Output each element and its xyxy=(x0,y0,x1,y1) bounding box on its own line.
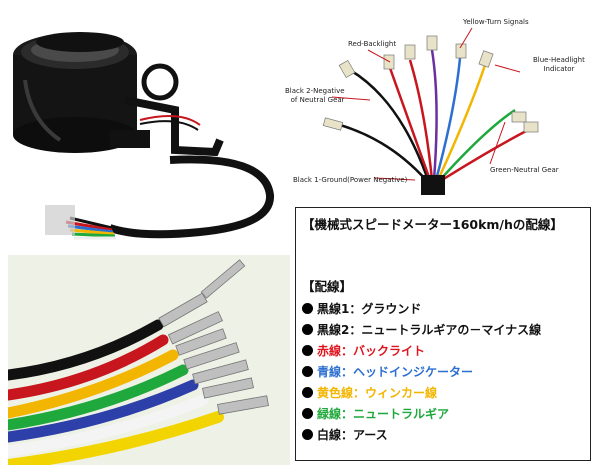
terminals xyxy=(322,35,539,133)
wire-list-label: 青線：ヘッドインジケーター xyxy=(317,365,474,379)
wire-red-3 xyxy=(441,128,529,182)
callout-blue-line2: Indicator xyxy=(543,65,575,73)
wire-list-item: 青線：ヘッドインジケーター xyxy=(302,363,473,380)
speedometer-photo xyxy=(13,32,274,240)
wiring-info-box: 【機械式スピードメーター160km/hの配線】 【配線】 黒線1：グラウンド黒線… xyxy=(295,207,591,461)
callout-blue-line1: Blue-Headlight xyxy=(533,56,585,64)
wire-yellow xyxy=(436,64,487,181)
wiring-diagram-drawing xyxy=(322,27,539,195)
bullet-icon xyxy=(302,366,313,377)
wire-black2 xyxy=(349,68,430,181)
bracket xyxy=(110,63,224,157)
harness-wires xyxy=(45,205,116,240)
wire-list-item: 黒線2：ニュートラルギアの－マイナス線 xyxy=(302,321,541,338)
callout-black2-line1: Black 2-Negative xyxy=(285,87,345,95)
wire-bundle xyxy=(421,175,445,195)
bullet-icon xyxy=(302,345,313,356)
gauge-body xyxy=(13,32,137,153)
closeup-terminals xyxy=(158,259,269,415)
wire-list-item: 黄色線：ウィンカー線 xyxy=(302,384,437,401)
closeup-wires xyxy=(8,319,224,465)
wire-list-item: 白線：アース xyxy=(302,426,388,443)
callout-green: Green-Neutral Gear xyxy=(490,166,559,174)
info-title: 【機械式スピードメーター160km/hの配線】 xyxy=(302,217,563,232)
wire-blue xyxy=(434,57,462,181)
wire-list-label: 赤線：バックライト xyxy=(317,344,426,358)
callout-black2-line2: of Neutral Gear xyxy=(290,96,345,104)
bullet-icon xyxy=(302,324,313,335)
wire-list-item: 黒線1：グラウンド xyxy=(302,300,421,317)
wire-list-label: 黒線2：ニュートラルギアの－マイナス線 xyxy=(317,323,542,337)
wire-list-label: 緑線：ニュートラルギア xyxy=(317,407,450,421)
wire-list-item: 緑線：ニュートラルギア xyxy=(302,405,449,422)
wire-list-label: 白線：アース xyxy=(317,428,388,442)
wire-red xyxy=(388,67,432,181)
info-subtitle: 【配線】 xyxy=(302,279,353,294)
wiring-diagram: Red-Backlight Yellow-Turn Signals Blue-H… xyxy=(280,0,600,195)
bullet-icon xyxy=(302,387,313,398)
wire-green xyxy=(439,108,516,181)
callout-black2: Black 2-Negative of Neutral Gear xyxy=(285,87,345,105)
wire-black1 xyxy=(339,123,427,181)
wire-list-label: 黒線1：グラウンド xyxy=(317,302,422,316)
bullet-icon xyxy=(302,429,313,440)
callout-red: Red-Backlight xyxy=(348,40,397,48)
wire-red-2 xyxy=(408,59,434,181)
callout-black1: Black 1-Ground(Power Negative) xyxy=(293,176,408,184)
wire-list-label: 黄色線：ウィンカー線 xyxy=(317,386,438,400)
bullet-icon xyxy=(302,303,313,314)
callout-yellow: Yellow-Turn Signals xyxy=(463,18,529,26)
bullet-icon xyxy=(302,408,313,419)
wire-violet xyxy=(430,49,438,181)
callout-blue: Blue-Headlight Indicator xyxy=(533,56,585,74)
wire-list-item: 赤線：バックライト xyxy=(302,342,425,359)
harness-cable xyxy=(108,155,274,239)
wire-closeup-photo xyxy=(8,255,290,465)
callout-lines xyxy=(331,27,521,181)
